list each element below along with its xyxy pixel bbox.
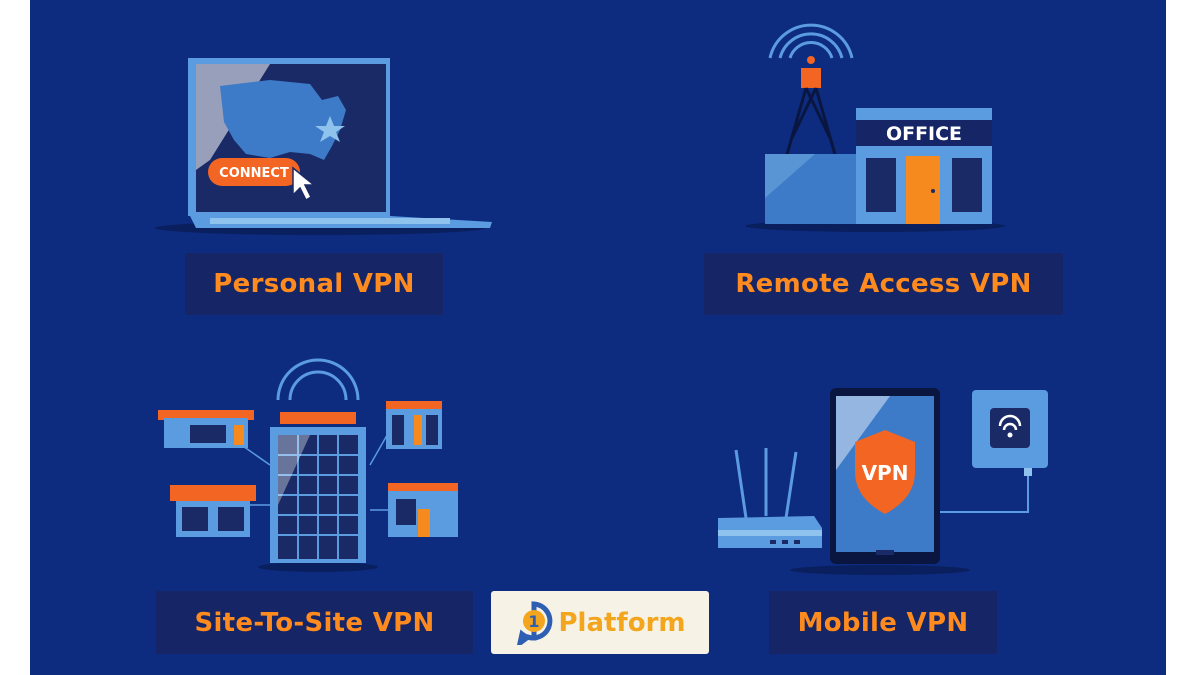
logo-mark-icon: 1 (517, 600, 553, 645)
logo-text: Platform (558, 607, 686, 638)
office-door (906, 156, 940, 224)
office-illustration: OFFICE (745, 23, 1005, 232)
site-to-site-vpn-label: Site-To-Site VPN (156, 591, 473, 654)
wifi-signal-icon (768, 23, 854, 59)
remote-access-vpn-label: Remote Access VPN (704, 253, 1063, 315)
star-icon (315, 116, 345, 142)
shield-text: VPN (862, 461, 909, 485)
site-to-site-vpn-text: Site-To-Site VPN (194, 607, 435, 638)
remote-access-vpn-text: Remote Access VPN (735, 269, 1032, 299)
mobile-vpn-text: Mobile VPN (797, 607, 969, 638)
site-to-site-illustration (158, 358, 458, 572)
wifi-small-icon (998, 414, 1022, 431)
personal-vpn-text: Personal VPN (213, 269, 415, 299)
connect-button[interactable] (208, 158, 300, 186)
connect-button-label: CONNECT (219, 166, 289, 181)
platform-logo[interactable]: 1 Platform (491, 591, 709, 654)
us-map-shape (220, 80, 346, 160)
shield-icon (855, 430, 915, 514)
logo-digit: 1 (529, 612, 540, 631)
laptop-illustration: CONNECT (155, 58, 492, 235)
cursor-icon (292, 166, 317, 202)
mobile-vpn-label: Mobile VPN (769, 591, 997, 654)
mobile-illustration: VPN (718, 388, 1048, 575)
office-sign-text: OFFICE (886, 123, 962, 145)
personal-vpn-label: Personal VPN (185, 253, 443, 315)
